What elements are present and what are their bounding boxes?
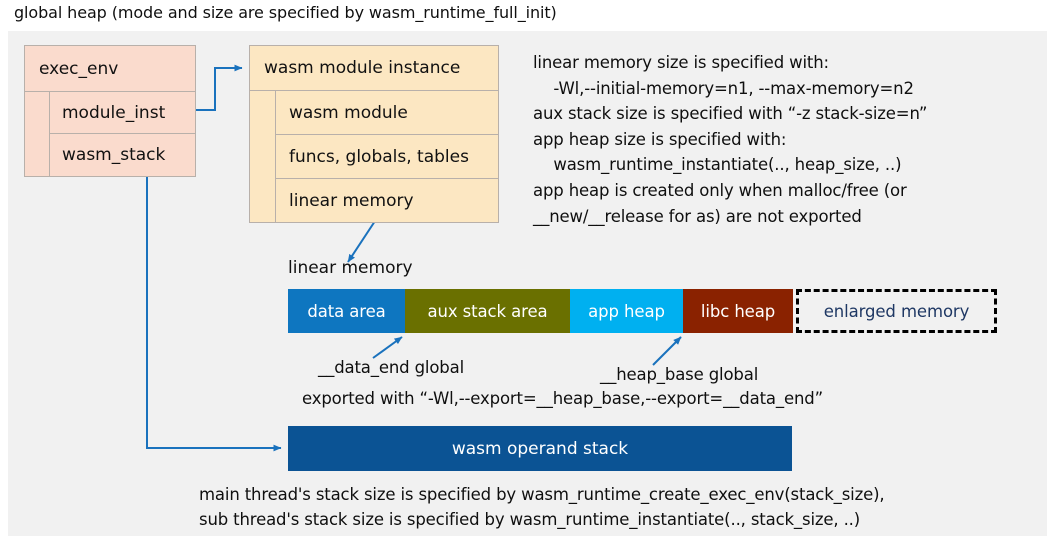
stack-size-notes: main thread's stack size is specified by… — [199, 485, 885, 529]
wasm-module-instance-box[interactable]: wasm module instance wasm module funcs, … — [249, 45, 499, 223]
page-title: global heap (mode and size are specified… — [14, 3, 557, 22]
wasm-module-instance-indent-column — [250, 91, 276, 222]
annotation-exported-with: exported with “-Wl,--export=__heap_base,… — [302, 389, 823, 408]
exec-env-row-module-inst[interactable]: module_inst — [50, 92, 195, 134]
wasm-module-instance-row-funcs-globals-tables[interactable]: funcs, globals, tables — [276, 135, 498, 179]
exec-env-indent-column — [25, 92, 50, 176]
exec-env-header: exec_env — [25, 46, 195, 92]
wasm-module-instance-row-wasm-module[interactable]: wasm module — [276, 91, 498, 135]
memory-segment-libc-heap[interactable]: libc heap — [683, 289, 793, 333]
memory-segment-app-heap[interactable]: app heap — [570, 289, 683, 333]
linear-memory-label: linear memory — [288, 258, 413, 278]
memory-segment-enlarged-memory[interactable]: enlarged memory — [796, 289, 997, 333]
wasm-module-instance-row-linear-memory[interactable]: linear memory — [289, 191, 414, 211]
wasm-operand-stack-box[interactable]: wasm operand stack — [288, 426, 792, 471]
memory-segment-data-area[interactable]: data area — [288, 289, 405, 333]
annotation-heap-base: __heap_base global — [600, 365, 759, 384]
exec-env-box[interactable]: exec_env module_inst wasm_stack — [24, 45, 196, 177]
memory-segment-aux-stack-area[interactable]: aux stack area — [405, 289, 570, 333]
linear-memory-notes: linear memory size is specified with: -W… — [533, 53, 928, 226]
exec-env-row-wasm-stack[interactable]: wasm_stack — [62, 145, 166, 165]
wasm-module-instance-header: wasm module instance — [250, 46, 498, 91]
annotation-data-end: __data_end global — [318, 358, 465, 377]
linear-memory-bar: data area aux stack area app heap libc h… — [288, 289, 997, 333]
